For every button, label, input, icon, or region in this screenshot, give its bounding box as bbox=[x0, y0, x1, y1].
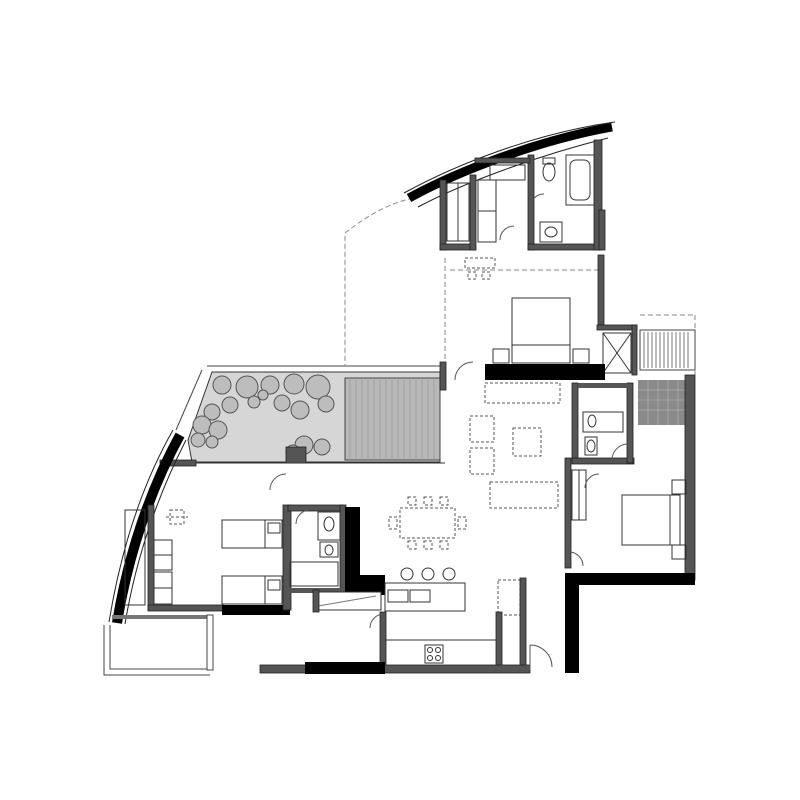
balcony bbox=[638, 329, 696, 425]
desk-dashed bbox=[464, 257, 496, 280]
north-curved-wall bbox=[403, 121, 616, 208]
bar-stools bbox=[400, 567, 456, 581]
south-walls bbox=[206, 614, 553, 674]
east-bedroom bbox=[564, 374, 696, 673]
dashed-projections bbox=[344, 197, 696, 375]
living-area bbox=[469, 382, 561, 509]
bed-king bbox=[492, 297, 590, 364]
primary-bedroom bbox=[454, 254, 638, 381]
tree-canopies bbox=[190, 373, 335, 460]
deck-boards bbox=[349, 378, 435, 460]
central-bathroom bbox=[287, 504, 385, 595]
north-bathroom bbox=[529, 154, 595, 243]
west-curved-wall bbox=[103, 429, 212, 676]
walk-in-closet bbox=[446, 164, 526, 243]
west-bedroom bbox=[124, 473, 292, 615]
dining-area bbox=[388, 496, 467, 550]
north-wing-walls bbox=[439, 139, 606, 251]
east-bathroom bbox=[571, 382, 635, 465]
kitchen bbox=[312, 567, 527, 671]
landscaped-terrace bbox=[159, 361, 447, 467]
